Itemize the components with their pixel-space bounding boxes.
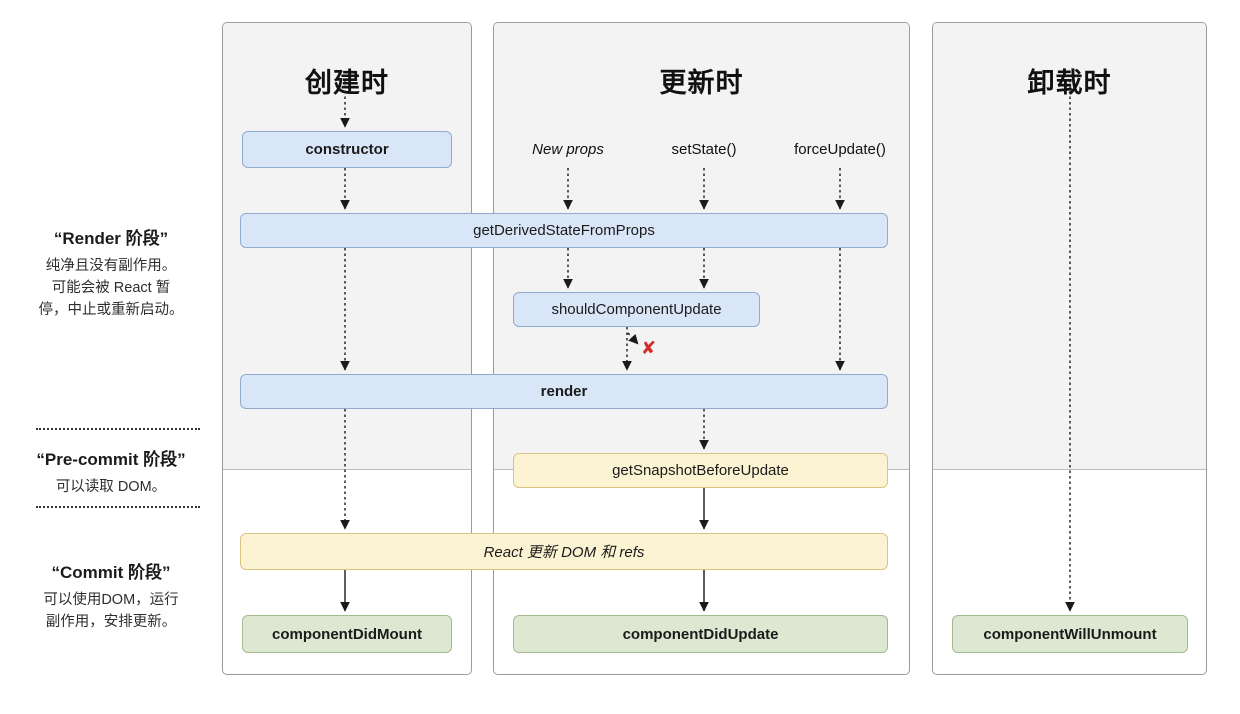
commit-phase-line: 可以使用DOM，运行	[43, 592, 179, 608]
component-did-mount-box: componentDidMount	[242, 615, 452, 653]
commit-phase-title: “Commit 阶段”	[51, 563, 171, 582]
constructor-box: constructor	[242, 131, 452, 168]
render-phase-line: 纯净且没有副作用。	[45, 258, 177, 274]
pre-commit-phase-title: “Pre-commit 阶段”	[36, 450, 186, 469]
render-box: render	[240, 374, 888, 409]
column-title-mounting: 创建时	[305, 68, 389, 98]
pre-commit-phase-note: “Pre-commit 阶段” 可以读取 DOM。	[18, 445, 204, 498]
should-component-update-box: shouldComponentUpdate	[513, 292, 760, 327]
render-phase-note: “Render 阶段” 纯净且没有副作用。 可能会被 React 暂 停，中止或…	[18, 224, 204, 321]
get-snapshot-before-update-box: getSnapshotBeforeUpdate	[513, 453, 888, 488]
render-phase-line: 可能会被 React 暂	[51, 280, 171, 296]
cancel-update-x-icon: ✘	[641, 338, 657, 358]
trigger-force-update: forceUpdate()	[794, 141, 886, 158]
dotted-separator	[36, 428, 200, 430]
component-did-update-box: componentDidUpdate	[513, 615, 888, 653]
trigger-new-props: New props	[532, 141, 604, 158]
column-title-updating: 更新时	[659, 68, 744, 98]
render-phase-title: “Render 阶段”	[53, 229, 169, 248]
arrow-scu-false-branch	[627, 332, 639, 345]
get-derived-state-from-props-box: getDerivedStateFromProps	[240, 213, 888, 248]
column-title-unmounting: 卸载时	[1027, 68, 1112, 98]
dotted-separator	[36, 506, 200, 508]
commit-phase-note: “Commit 阶段” 可以使用DOM，运行 副作用，安排更新。	[18, 558, 204, 633]
pre-commit-phase-line: 可以读取 DOM。	[55, 479, 167, 495]
react-updates-dom-box: React 更新 DOM 和 refs	[240, 533, 888, 570]
render-phase-line: 停，中止或重新启动。	[38, 302, 184, 318]
commit-phase-line: 副作用，安排更新。	[45, 614, 177, 630]
component-will-unmount-box: componentWillUnmount	[952, 615, 1188, 653]
trigger-set-state: setState()	[671, 141, 737, 158]
